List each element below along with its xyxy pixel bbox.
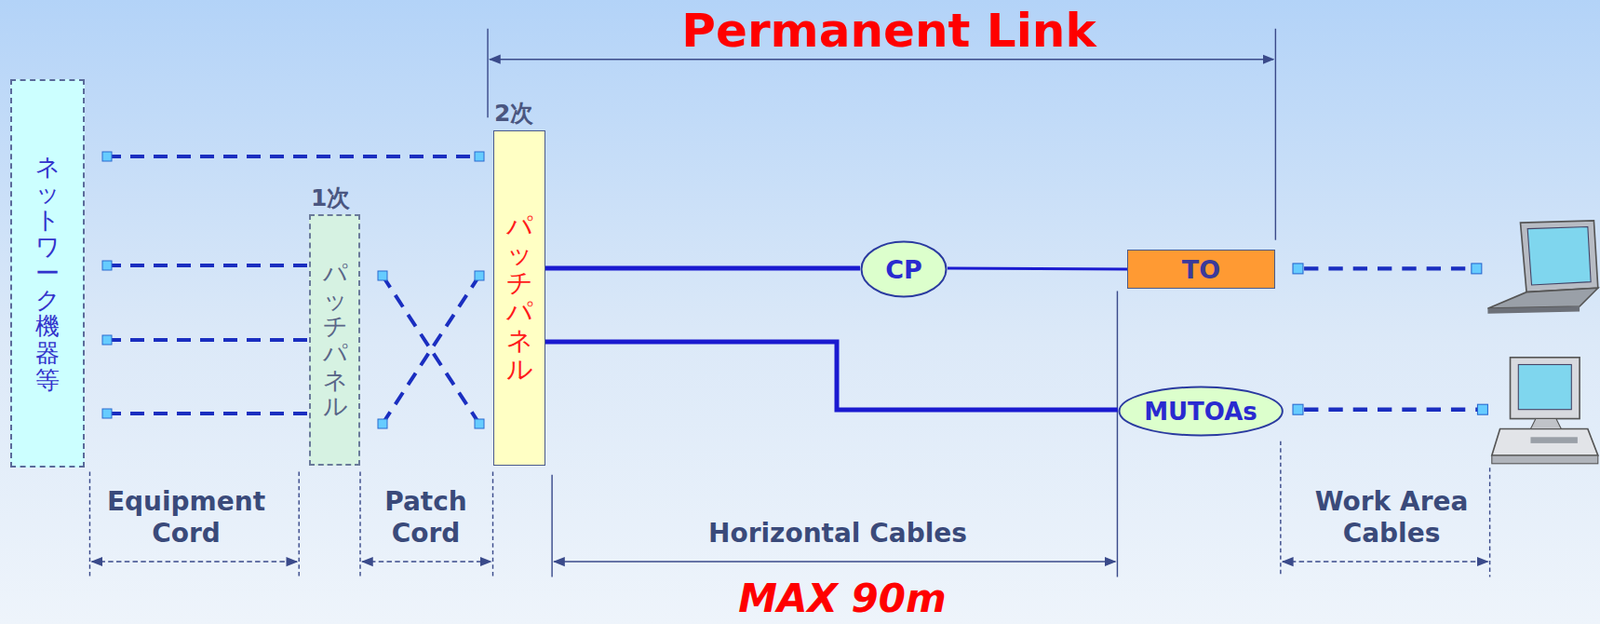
connector-end [102,151,112,162]
telecom-outlet: TO [1127,249,1276,289]
connector-end [102,408,112,418]
connector-end [102,335,112,345]
cord [107,263,310,268]
connector-end [377,270,388,281]
patch-panel: 2次パッチパネル [493,130,546,466]
consolidation-point: CP [860,240,948,298]
patch-panel: 1次パッチパネル [309,214,361,466]
connector-end [474,270,485,281]
horizontal-cable [947,268,1128,269]
dimension-title: Permanent Link [558,3,1220,58]
horizontal-cable [545,266,861,271]
node-label: パッチパネル [506,212,533,385]
cord [107,411,310,416]
cord [382,275,480,424]
node-label: CP [885,255,923,284]
connector-end [474,151,485,162]
dimension-label: Work Area Cables [1284,485,1499,550]
cord [107,337,310,342]
horizontal-cable [545,341,1118,410]
desktop-icon [1492,357,1599,464]
max-length: MAX 90m [651,577,1034,620]
equipment-box: ネットワーク機器等 [10,79,85,468]
dimension-label: Horizontal Cables [632,517,1043,550]
connector-end [474,418,485,429]
mutoa: MUTOAs [1117,385,1284,437]
node-label: TO [1182,255,1221,284]
node-label: パッチパネル [322,259,348,420]
dimension-label: Equipment Cord [97,485,275,550]
panel-heading: 2次 [494,97,534,129]
connector-end [102,260,112,270]
node-label: ネットワーク機器等 [35,153,60,393]
panel-heading: 1次 [310,182,350,214]
cord [107,154,480,159]
laptop-icon [1487,220,1598,314]
connector-end [377,418,388,429]
dimension-label: Patch Cord [363,485,489,550]
cord [382,275,480,424]
node-label: MUTOAs [1143,397,1258,426]
